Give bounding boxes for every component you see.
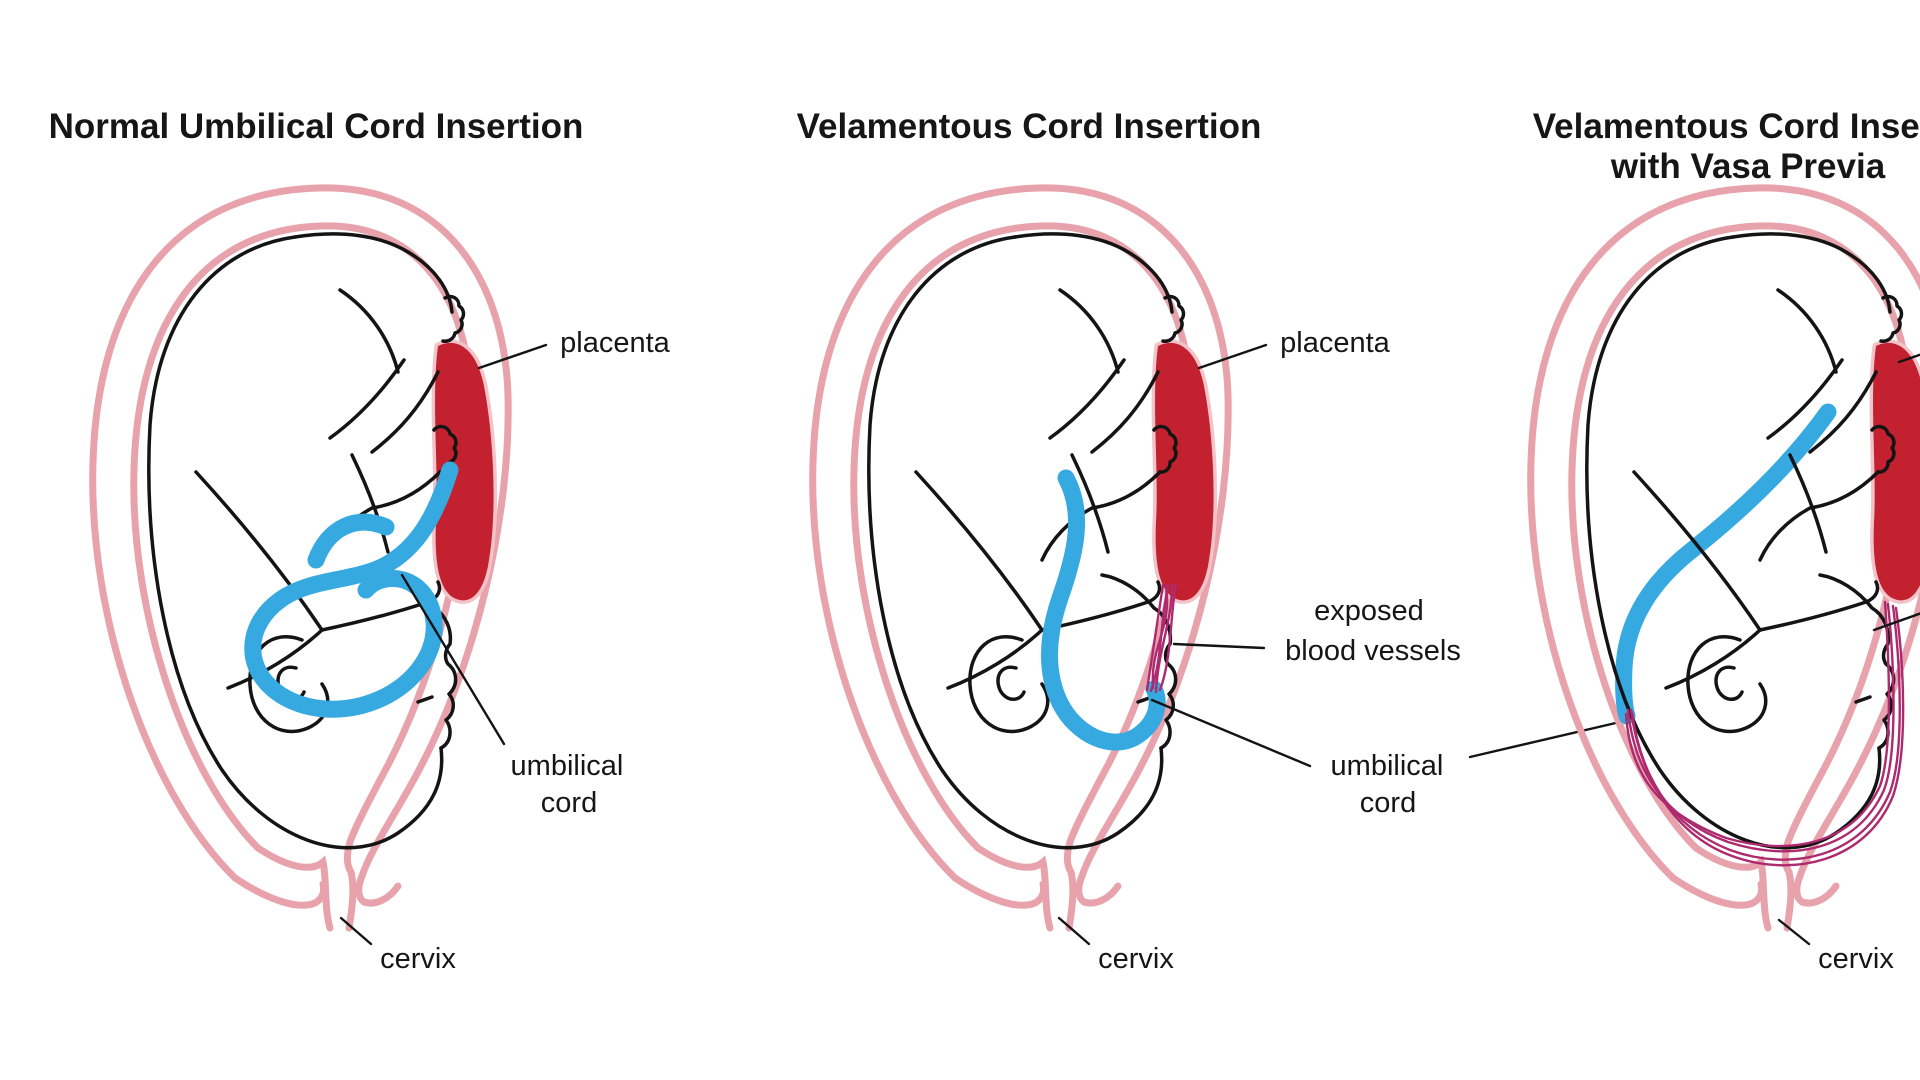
- leader-placenta-normal: [477, 343, 548, 370]
- leader-placenta-velamentous: [1197, 343, 1268, 370]
- vessel-strand: [1624, 600, 1891, 848]
- umbilical-cord-velamentous: [1041, 469, 1166, 751]
- panel-normal: Normal Umbilical Cord Insertion placenta…: [49, 107, 671, 975]
- panel-vasa-previa-title-line1: Velamentous Cord Insertion: [1533, 107, 1920, 146]
- label-exposed-vessels: exposed blood vessels: [1285, 595, 1461, 667]
- leader-umbilical-velamentous: [1150, 698, 1312, 768]
- panel-normal-title: Normal Umbilical Cord Insertion: [49, 107, 584, 146]
- vessel-strand: [1158, 582, 1178, 692]
- velamentous-drawing: [813, 188, 1228, 928]
- leader-placenta-vasa-previa: [1897, 353, 1920, 364]
- leader-umbilical-normal: [400, 573, 506, 746]
- panel-velamentous: Velamentous Cord Insertion placenta expo…: [797, 107, 1461, 975]
- label-placenta-velamentous: placenta: [1280, 327, 1391, 359]
- label-umbilical-normal-line1: umbilical: [511, 750, 624, 782]
- umbilical-cord-normal-belly-stub: [307, 513, 395, 569]
- vessel-strand: [1145, 583, 1165, 692]
- exposed-blood-vessels-vasa-previa: [1624, 600, 1905, 867]
- label-umbilical-normal-line2: cord: [541, 787, 597, 819]
- shared-umbilical-label-group: umbilical cord: [1150, 698, 1622, 819]
- vasa-previa-drawing: [1531, 188, 1920, 928]
- umbilical-cord-vasa-previa: [1615, 403, 1837, 725]
- label-cervix-normal: cervix: [380, 943, 456, 975]
- label-umbilical-shared: umbilical cord: [1331, 750, 1452, 819]
- exposed-blood-vessels-velamentous: [1145, 582, 1178, 694]
- leader-cervix-vasa-previa: [1777, 918, 1811, 946]
- label-umbilical-shared-line2: cord: [1360, 787, 1416, 819]
- panel-velamentous-title: Velamentous Cord Insertion: [797, 107, 1262, 146]
- vessel-strand: [1154, 584, 1174, 694]
- label-exposed-vessels-line1: exposed: [1314, 595, 1424, 627]
- umbilical-cord-normal: [244, 461, 459, 718]
- leader-cervix-velamentous: [1057, 916, 1091, 946]
- leader-vessels-vasa-previa: [1872, 612, 1920, 632]
- panel-vasa-previa-title: Velamentous Cord Insertion with Vasa Pre…: [1533, 107, 1920, 186]
- label-cervix-vasa-previa: cervix: [1818, 943, 1894, 975]
- uterus-vasa-previa: [1531, 188, 1920, 928]
- vessel-strand: [1151, 584, 1169, 690]
- label-umbilical-shared-line1: umbilical: [1331, 750, 1444, 782]
- vessel-strand: [1629, 606, 1905, 867]
- label-placenta-normal: placenta: [560, 327, 671, 359]
- leader-exposed-vessels: [1172, 642, 1266, 650]
- leader-cervix-normal: [339, 916, 373, 946]
- label-umbilical-normal: umbilical cord: [511, 750, 632, 819]
- leader-umbilical-vasa-previa: [1468, 720, 1622, 759]
- label-cervix-velamentous: cervix: [1098, 943, 1174, 975]
- panel-vasa-previa: Velamentous Cord Insertion with Vasa Pre…: [1531, 107, 1920, 975]
- panel-vasa-previa-title-line2: with Vasa Previa: [1610, 147, 1886, 186]
- label-exposed-vessels-line2: blood vessels: [1285, 635, 1461, 667]
